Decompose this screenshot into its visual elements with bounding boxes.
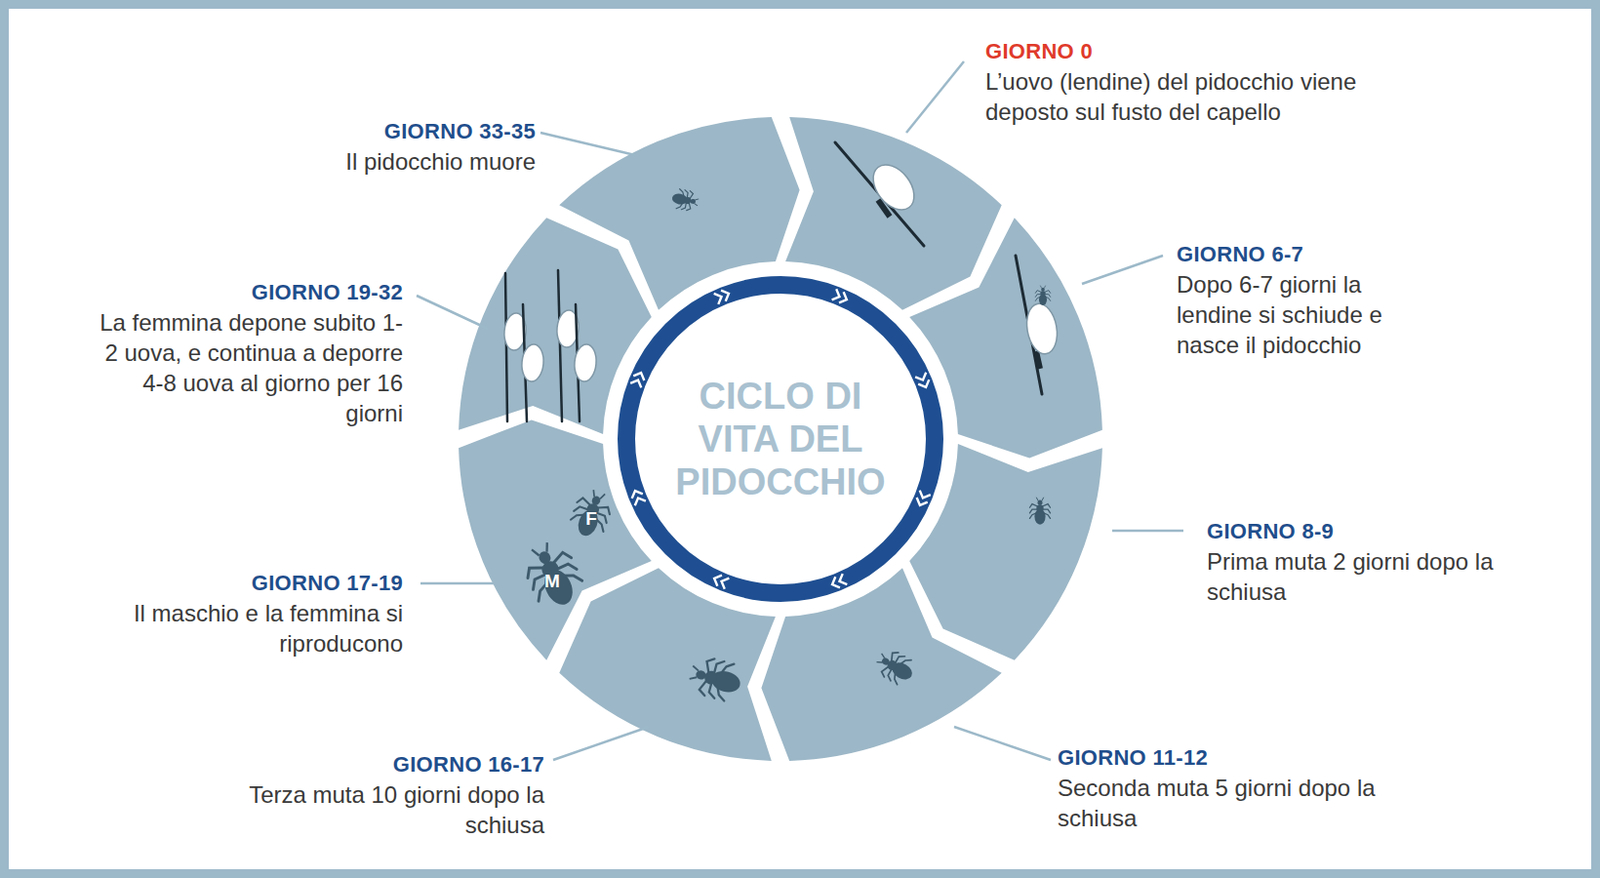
day-label: GIORNO 8-9Prima muta 2 giorni dopo la sc… xyxy=(1206,517,1529,607)
leader-line xyxy=(540,132,636,156)
day-heading: GIORNO 8-9 xyxy=(1206,517,1529,547)
nit-egg xyxy=(572,343,598,383)
day-heading: GIORNO 33-35 xyxy=(242,117,536,147)
nit-egg xyxy=(865,157,923,218)
hair-strand xyxy=(505,273,508,422)
day-description: L’uovo (lendine) del pidocchio viene dep… xyxy=(985,66,1420,127)
louse-icon xyxy=(872,645,920,689)
leader-line xyxy=(1081,255,1163,284)
louse-icon xyxy=(518,535,589,614)
leader-line xyxy=(416,295,488,329)
louse-icon xyxy=(1035,285,1050,306)
day-description: Terza muta 10 giorni dopo la schiusa xyxy=(222,779,545,840)
louse-icon xyxy=(685,653,745,704)
nit-egg xyxy=(1023,301,1062,357)
day-heading: GIORNO 16-17 xyxy=(222,750,545,780)
day-label: GIORNO 0L’uovo (lendine) del pidocchio v… xyxy=(985,37,1420,127)
hair-strand xyxy=(835,142,924,246)
center-title: CICLO DI VITA DEL PIDOCCHIO xyxy=(663,374,898,504)
day-description: Seconda muta 5 giorni dopo la schiusa xyxy=(1057,772,1390,834)
leader-line xyxy=(1112,529,1184,533)
hair-strand xyxy=(558,270,562,422)
louse-icon xyxy=(566,485,616,542)
louse-icon xyxy=(670,188,700,213)
day-description: Prima muta 2 giorni dopo la schiusa xyxy=(1206,546,1529,607)
day-description: Il maschio e la femmina si riproducono xyxy=(80,598,403,659)
day-heading: GIORNO 19-32 xyxy=(92,278,403,308)
sex-mark: F xyxy=(585,508,598,530)
leader-line xyxy=(553,726,649,760)
hair-strand xyxy=(1036,351,1040,369)
day-heading: GIORNO 11-12 xyxy=(1057,743,1390,773)
nit-egg xyxy=(520,343,545,383)
day-description: Dopo 6-7 giorni la lendine si schiude e … xyxy=(1176,269,1433,360)
leader-line xyxy=(954,726,1051,760)
day-label: GIORNO 17-19Il maschio e la femmina si r… xyxy=(80,568,403,659)
day-heading: GIORNO 0 xyxy=(985,37,1420,67)
day-heading: GIORNO 17-19 xyxy=(80,568,403,599)
day-label: GIORNO 33-35Il pidocchio muore xyxy=(242,117,536,177)
day-label: GIORNO 11-12Seconda muta 5 giorni dopo l… xyxy=(1057,743,1390,834)
day-label: GIORNO 16-17Terza muta 10 giorni dopo la… xyxy=(222,750,545,840)
louse-icon xyxy=(1029,497,1050,525)
leader-line xyxy=(420,582,494,586)
leader-line xyxy=(906,61,964,133)
day-heading: GIORNO 6-7 xyxy=(1176,240,1433,270)
day-label: GIORNO 19-32La femmina depone subito 1-2… xyxy=(92,278,403,429)
cycle-center: CICLO DI VITA DEL PIDOCCHIO xyxy=(614,273,947,605)
day-label: GIORNO 6-7Dopo 6-7 giorni la lendine si … xyxy=(1176,240,1433,360)
sex-mark: M xyxy=(544,570,560,593)
day-description: La femmina depone subito 1-2 uova, e con… xyxy=(92,307,403,429)
day-description: Il pidocchio muore xyxy=(242,146,536,177)
